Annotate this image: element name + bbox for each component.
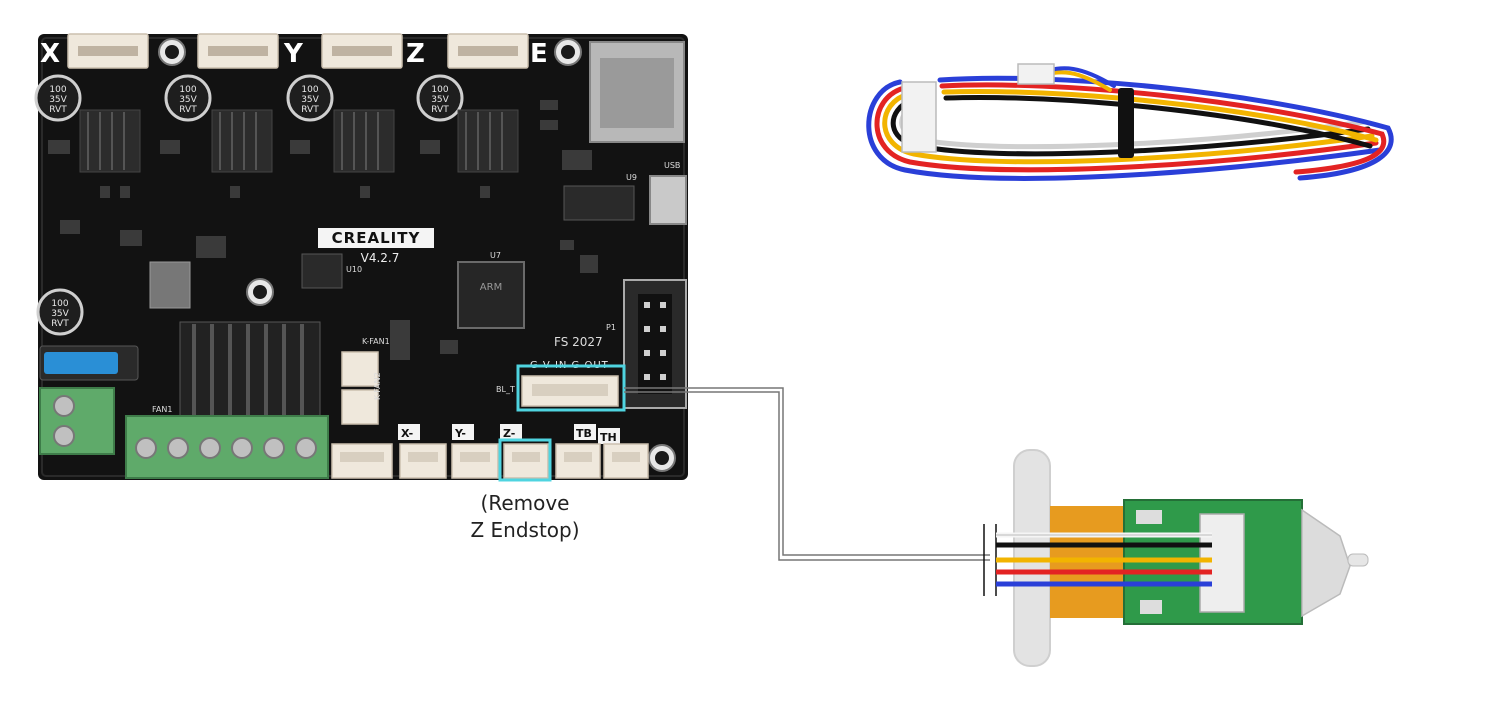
chip-u10-label: U10 <box>346 265 362 274</box>
z-endstop-highlight <box>498 438 552 482</box>
inductor <box>149 261 191 309</box>
bltouch-header-label: BL_T <box>496 385 515 394</box>
svg-text:RVT: RVT <box>431 105 449 115</box>
svg-text:100: 100 <box>49 85 66 95</box>
electrolytic-capacitors: 100 35V RVT 100 35V RVT 100 35V RVT 100 … <box>34 74 464 336</box>
svg-text:RVT: RVT <box>51 319 69 329</box>
svg-text:RVT: RVT <box>49 105 67 115</box>
output-terminal-block <box>125 415 329 479</box>
motor-connectors <box>67 33 529 69</box>
blade-fuse <box>44 352 118 374</box>
main-heatsink <box>179 321 321 423</box>
svg-text:100: 100 <box>179 85 196 95</box>
version-label: V4.2.7 <box>361 251 400 265</box>
axis-label-z: Z <box>406 39 425 69</box>
svg-text:RVT: RVT <box>301 105 319 115</box>
p1-label: P1 <box>606 323 616 332</box>
svg-text:35V: 35V <box>301 95 319 105</box>
caption-line-1: (Remove <box>480 491 570 515</box>
svg-text:35V: 35V <box>49 95 67 105</box>
axis-label-y: Y <box>283 39 304 69</box>
brand-label: CREALITY <box>332 229 421 247</box>
caption-line-2: Z Endstop) <box>470 518 580 542</box>
remove-z-endstop-caption: (Remove Z Endstop) <box>440 490 610 544</box>
driver-heatsinks <box>79 109 519 173</box>
creality-logo-plate <box>318 228 434 248</box>
endstop-label-z: Z- <box>503 427 515 440</box>
creality-mainboard: X Y Z E 100 35V RVT 100 35V RVT 100 3 <box>34 33 688 482</box>
mcu-label: ARM <box>480 282 502 293</box>
chip-u10 <box>301 253 343 289</box>
kfan2-connector <box>341 389 379 425</box>
kfan1-connector <box>341 351 379 387</box>
axis-label-e: E <box>530 39 548 69</box>
fan-connectors <box>341 351 379 425</box>
svg-text:35V: 35V <box>51 309 69 319</box>
chip-u9-label: U9 <box>626 173 637 182</box>
chip-u7-label: U7 <box>490 251 501 260</box>
svg-text:RVT: RVT <box>179 105 197 115</box>
probe-wires <box>996 532 1212 587</box>
svg-text:100: 100 <box>431 85 448 95</box>
endstop-label-y: Y- <box>454 427 466 440</box>
cable-bundle-icon <box>866 63 1394 181</box>
endstop-label-tb: TB <box>576 427 592 440</box>
endstop-label-x: X- <box>401 427 413 440</box>
power-terminal <box>39 387 115 455</box>
chip-u9 <box>563 185 635 221</box>
svg-text:35V: 35V <box>179 95 197 105</box>
kfan1-label: K-FAN1 <box>362 337 390 346</box>
bltouch-wire-route <box>624 387 990 561</box>
fs-label: FS 2027 <box>554 335 603 349</box>
svg-text:100: 100 <box>51 299 68 309</box>
svg-text:35V: 35V <box>431 95 449 105</box>
mcu-chip <box>457 261 525 329</box>
kfan2-label: K-FAN2 <box>373 372 382 400</box>
endstop-connector-x <box>399 443 447 479</box>
usb-port <box>649 175 687 225</box>
axis-label-x: X <box>40 39 60 69</box>
fan1-label: FAN1 <box>152 405 172 414</box>
svg-text:100: 100 <box>301 85 318 95</box>
thermistor-connector-th <box>603 443 649 479</box>
usb-label: USB <box>664 161 680 170</box>
endstop-label-th: TH <box>600 431 617 444</box>
